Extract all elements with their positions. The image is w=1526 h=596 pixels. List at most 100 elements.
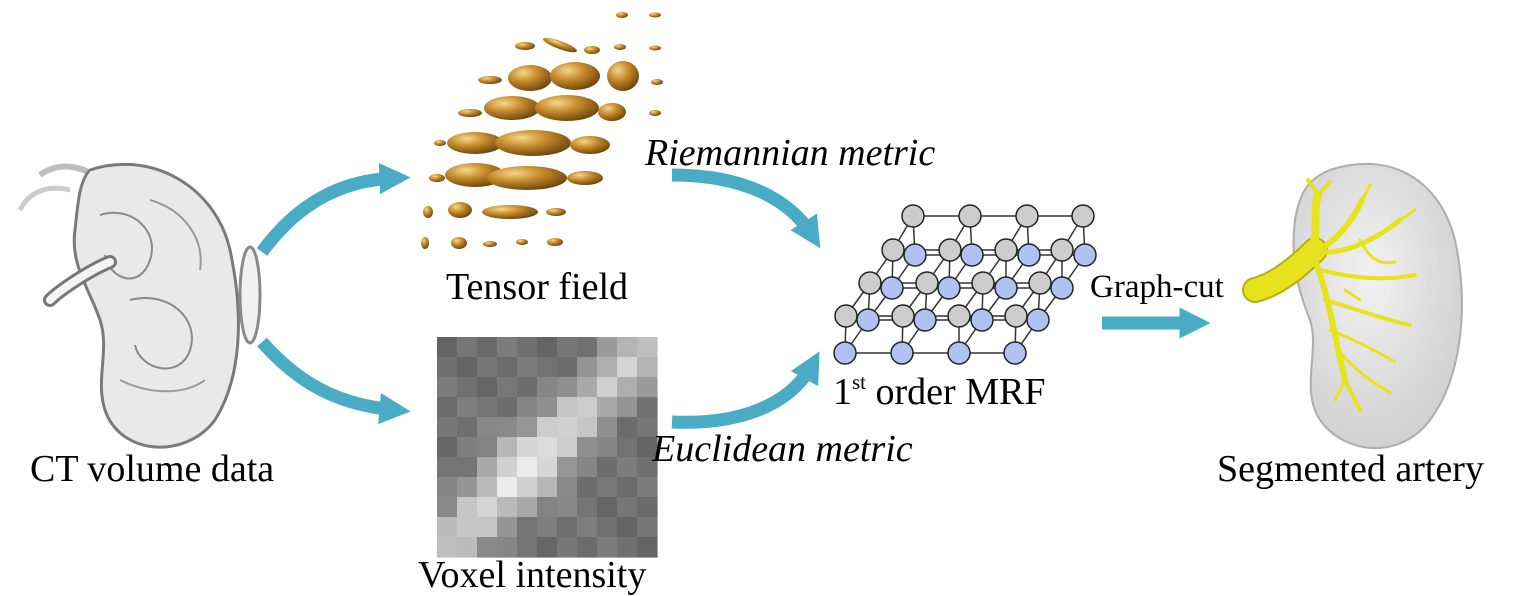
voxel-cell — [457, 397, 478, 418]
arrow-ct-to-voxel — [257, 337, 411, 425]
voxel-cell — [597, 537, 618, 558]
voxel-cell — [437, 477, 458, 498]
segmented-artery-label: Segmented artery — [1217, 448, 1484, 490]
voxel-cell — [437, 457, 458, 478]
mrf-label-number: 1 — [833, 371, 852, 413]
mrf-node-front — [1026, 308, 1050, 332]
voxel-cell — [557, 437, 578, 458]
voxel-cell — [597, 517, 618, 538]
voxel-cell — [497, 537, 518, 558]
voxel-cell — [437, 497, 458, 518]
voxel-cell — [457, 417, 478, 438]
arrow-tensor-to-mrf — [671, 168, 821, 249]
voxel-cell — [537, 437, 558, 458]
mrf-node-back — [947, 304, 971, 328]
voxel-cell — [637, 437, 658, 458]
voxel-cell — [617, 437, 638, 458]
voxel-cell — [497, 517, 518, 538]
voxel-cell — [637, 537, 658, 558]
voxel-cell — [577, 417, 598, 438]
voxel-cell — [557, 537, 578, 558]
voxel-cell — [517, 397, 538, 418]
mrf-label-superscript: st — [852, 370, 867, 394]
arrow-voxel-to-mrf — [671, 351, 820, 429]
mrf-node-front — [994, 276, 1018, 300]
mrf-node-front — [903, 243, 927, 267]
mrf-node-back — [901, 204, 925, 228]
voxel-cell — [637, 377, 658, 398]
voxel-cell — [597, 477, 618, 498]
euclidean-metric-label: Euclidean metric — [652, 428, 913, 470]
tensor-field-image — [421, 12, 663, 249]
mrf-node-front — [856, 308, 880, 332]
mrf-node-back — [1004, 304, 1028, 328]
mrf-node-front — [1017, 243, 1041, 267]
voxel-cell — [457, 337, 478, 358]
voxel-cell — [537, 457, 558, 478]
mrf-graph — [833, 204, 1097, 365]
mrf-node-back — [915, 271, 939, 295]
mrf-label: 1st order MRF — [833, 370, 1045, 413]
voxel-cell — [497, 457, 518, 478]
voxel-cell — [477, 537, 498, 558]
voxel-cell — [637, 417, 658, 438]
voxel-cell — [477, 457, 498, 478]
voxel-cell — [637, 397, 658, 418]
voxel-cell — [477, 397, 498, 418]
voxel-cell — [557, 517, 578, 538]
voxel-cell — [477, 337, 498, 358]
voxel-cell — [517, 497, 538, 518]
mrf-node-back — [881, 238, 905, 262]
mrf-node-back — [938, 238, 962, 262]
voxel-cell — [577, 457, 598, 478]
voxel-intensity-image — [437, 337, 658, 558]
voxel-cell — [477, 497, 498, 518]
voxel-cell — [557, 357, 578, 378]
mrf-node-back — [891, 304, 915, 328]
voxel-cell — [437, 337, 458, 358]
voxel-cell — [437, 377, 458, 398]
voxel-cell — [517, 457, 538, 478]
voxel-cell — [597, 377, 618, 398]
voxel-cell — [457, 497, 478, 518]
voxel-cell — [637, 477, 658, 498]
mrf-node-front — [1050, 276, 1074, 300]
voxel-cell — [457, 477, 478, 498]
mrf-node-front — [960, 243, 984, 267]
mrf-node-front — [970, 308, 994, 332]
voxel-cell — [497, 497, 518, 518]
voxel-cell — [517, 517, 538, 538]
voxel-cell — [617, 417, 638, 438]
voxel-cell — [617, 337, 638, 358]
voxel-cell — [617, 517, 638, 538]
voxel-cell — [577, 537, 598, 558]
mrf-node-front — [913, 308, 937, 332]
voxel-cell — [517, 417, 538, 438]
voxel-cell — [577, 377, 598, 398]
mrf-node-front — [937, 276, 961, 300]
voxel-intensity-label: Voxel intensity — [418, 554, 647, 596]
voxel-cell — [617, 377, 638, 398]
voxel-cell — [477, 357, 498, 378]
graph-cut-label: Graph-cut — [1090, 269, 1224, 305]
voxel-cell — [497, 337, 518, 358]
voxel-cell — [497, 437, 518, 458]
voxel-cell — [437, 357, 458, 378]
voxel-cell — [457, 457, 478, 478]
voxel-cell — [617, 457, 638, 478]
voxel-cell — [557, 397, 578, 418]
voxel-cell — [597, 337, 618, 358]
mrf-node-back — [994, 238, 1018, 262]
voxel-cell — [497, 417, 518, 438]
voxel-cell — [577, 517, 598, 538]
voxel-cell — [517, 477, 538, 498]
mrf-node-front — [1073, 243, 1097, 267]
voxel-cell — [457, 357, 478, 378]
mrf-node-back — [958, 204, 982, 228]
voxel-cell — [437, 397, 458, 418]
voxel-cell — [537, 417, 558, 438]
voxel-cell — [637, 497, 658, 518]
voxel-cell — [597, 417, 618, 438]
voxel-cell — [477, 477, 498, 498]
arrow-ct-to-tensor — [256, 163, 411, 256]
